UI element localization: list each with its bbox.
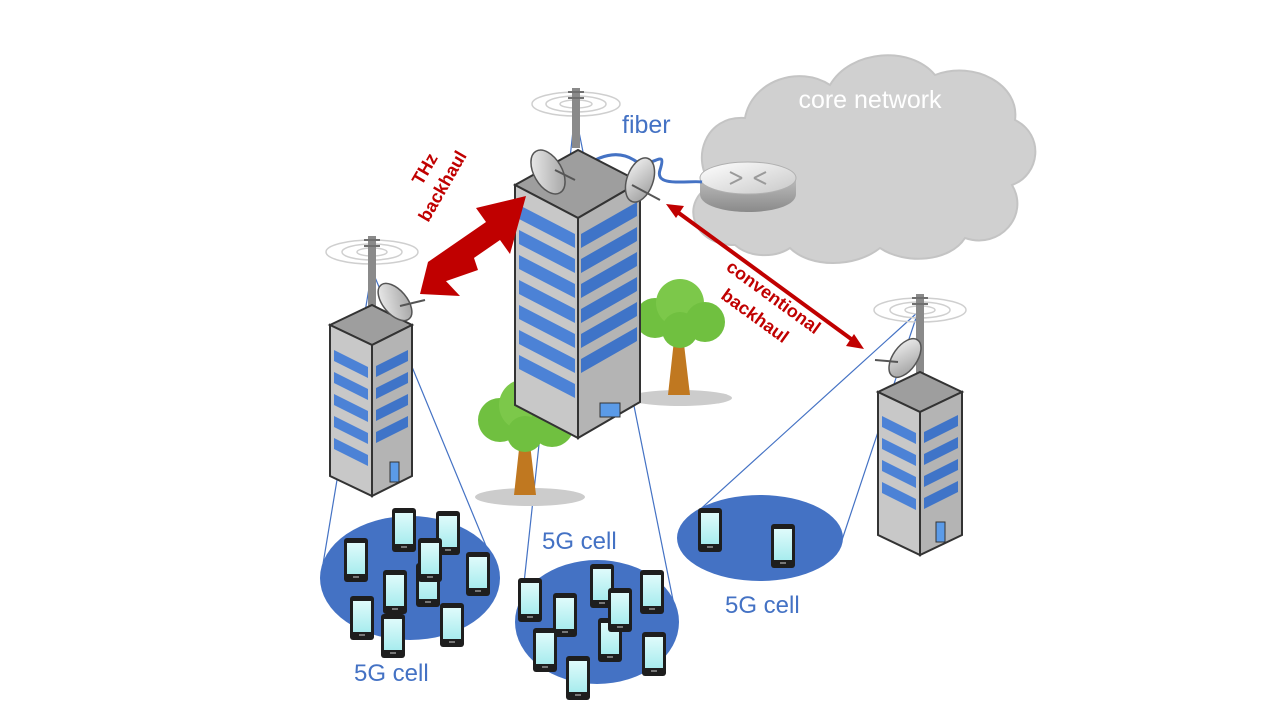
smartphone-icon bbox=[392, 508, 416, 552]
cell-label-center: 5G cell bbox=[542, 528, 617, 555]
cell-label-right: 5G cell bbox=[725, 592, 800, 619]
core-network-cloud: core network bbox=[692, 54, 1037, 264]
smartphone-icon bbox=[440, 603, 464, 647]
smartphone-icon bbox=[566, 656, 590, 700]
central-building bbox=[512, 88, 661, 440]
antenna-mast-icon bbox=[873, 294, 967, 384]
smartphone-icon bbox=[698, 508, 722, 552]
tree-icon bbox=[628, 279, 732, 406]
fiber-link: fiber bbox=[581, 111, 703, 184]
antenna-mast-icon bbox=[531, 88, 621, 148]
smartphone-icon bbox=[533, 628, 557, 672]
dish-antenna-icon bbox=[530, 149, 576, 195]
smartphone-icon bbox=[640, 570, 664, 614]
antenna-mast-icon bbox=[325, 236, 419, 326]
conventional-backhaul-arrow bbox=[666, 204, 864, 349]
smartphone-icon bbox=[466, 552, 490, 596]
thz-backhaul-arrow bbox=[420, 196, 526, 296]
smartphone-icon bbox=[518, 578, 542, 622]
router-icon bbox=[699, 161, 797, 212]
fiber-label: fiber bbox=[622, 111, 671, 139]
right-building bbox=[873, 294, 967, 557]
smartphone-icon bbox=[383, 570, 407, 614]
thz-backhaul-label: THz backhaul bbox=[408, 147, 471, 225]
dish-antenna-icon bbox=[624, 157, 661, 203]
smartphone-icon bbox=[350, 596, 374, 640]
core-network-label: core network bbox=[798, 86, 942, 114]
smartphone-icon bbox=[771, 524, 795, 568]
cell-label-left: 5G cell bbox=[354, 660, 429, 687]
smartphone-icon bbox=[553, 593, 577, 637]
dish-antenna-icon bbox=[874, 337, 922, 379]
left-building bbox=[325, 236, 426, 498]
smartphone-icon bbox=[608, 588, 632, 632]
smartphone-icon bbox=[344, 538, 368, 582]
smartphone-icon bbox=[642, 632, 666, 676]
dish-antenna-icon bbox=[377, 282, 426, 322]
smartphone-icon bbox=[418, 538, 442, 582]
phones bbox=[344, 508, 795, 700]
smartphone-icon bbox=[436, 511, 460, 555]
smartphone-icon bbox=[381, 614, 405, 658]
